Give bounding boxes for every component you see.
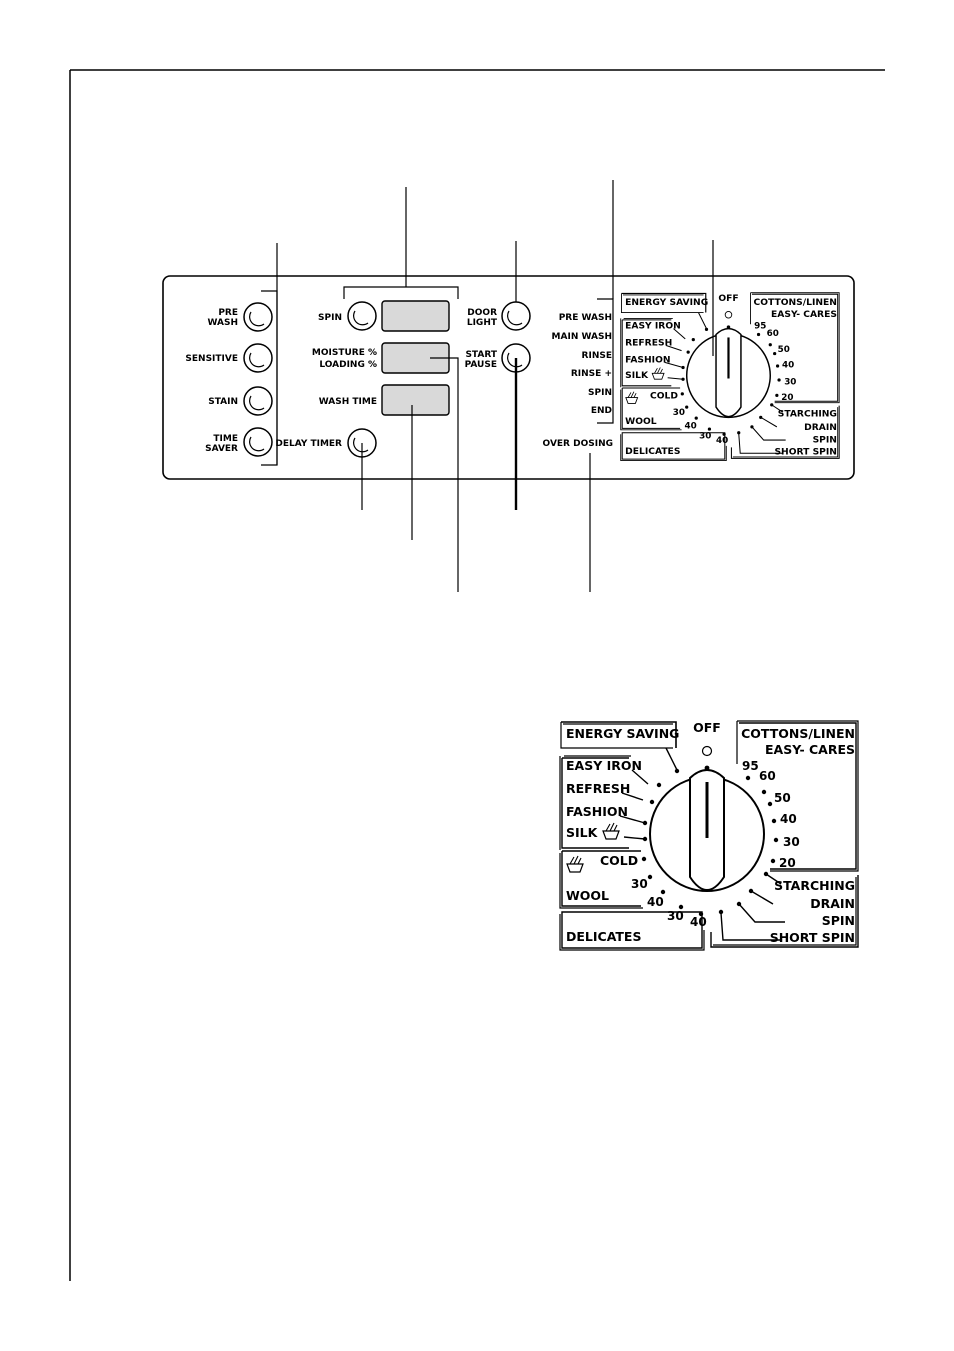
handwash-tub-icon bbox=[566, 855, 584, 873]
delicates-temp-40: 40 bbox=[690, 915, 707, 929]
door-light-label-1: DOOR bbox=[467, 308, 497, 318]
wool-temp-40: 40 bbox=[647, 895, 664, 909]
pre-wash-label-1: PRE bbox=[218, 308, 238, 318]
wool-temp-30: 30 bbox=[631, 877, 648, 891]
delicates-label: DELICATES bbox=[566, 929, 641, 944]
program-short-spin: SHORT SPIN bbox=[770, 930, 855, 945]
phase-spin: SPIN bbox=[588, 388, 612, 398]
energy-saving-label: ENERGY SAVING bbox=[566, 726, 679, 741]
program-silk: SILK bbox=[566, 825, 599, 840]
over-dosing-label: OVER DOSING bbox=[543, 439, 613, 449]
sensitive-button[interactable] bbox=[243, 343, 273, 373]
loading-label: LOADING % bbox=[319, 360, 377, 370]
left-programs-box bbox=[561, 757, 629, 849]
phase-pre-wash: PRE WASH bbox=[559, 313, 612, 323]
delicates-box bbox=[561, 911, 703, 949]
time-saver-label-1: TIME bbox=[213, 434, 238, 444]
program-dial-enlarged[interactable]: ENERGY SAVING EASY IRON REFRESH FASHION … bbox=[559, 720, 859, 951]
program-starching: STARCHING bbox=[774, 878, 855, 893]
time-saver-label-2: SAVER bbox=[205, 444, 238, 454]
button-arc-icon bbox=[353, 310, 369, 326]
wash-time-display bbox=[381, 384, 450, 416]
cottons-label-1: COTTONS/LINEN bbox=[741, 726, 855, 741]
start-pause-label-1: START bbox=[465, 350, 497, 360]
button-pre-wash[interactable] bbox=[243, 302, 273, 332]
button-arc-icon bbox=[249, 311, 265, 327]
control-panel bbox=[162, 275, 855, 480]
phase-end: END bbox=[591, 406, 612, 416]
stain-button[interactable] bbox=[243, 386, 273, 416]
program-refresh: REFRESH bbox=[566, 781, 630, 796]
button-arc-icon bbox=[249, 395, 265, 411]
door-light-button[interactable] bbox=[501, 301, 531, 331]
program-spin: SPIN bbox=[822, 913, 855, 928]
energy-saving-box bbox=[561, 721, 677, 748]
dial-position-dots bbox=[641, 765, 779, 917]
wool-label: WOOL bbox=[566, 888, 609, 903]
delay-timer-label: DELAY TIMER bbox=[275, 439, 342, 449]
phase-rinse: RINSE bbox=[582, 351, 612, 361]
button-arc-icon bbox=[507, 310, 523, 326]
moisture-label: MOISTURE % bbox=[312, 348, 377, 358]
off-label: OFF bbox=[693, 720, 721, 735]
button-arc-icon bbox=[249, 352, 265, 368]
pre-wash-button[interactable] bbox=[243, 302, 273, 332]
program-drain: DRAIN bbox=[810, 896, 855, 911]
button-arc-icon bbox=[249, 436, 265, 452]
tick-leader bbox=[665, 747, 678, 771]
delicates-temp-30: 30 bbox=[667, 909, 684, 923]
stain-label: STAIN bbox=[208, 397, 238, 407]
handwash-tub-icon bbox=[602, 822, 620, 840]
cotton-temp-40: 40 bbox=[780, 812, 797, 826]
cotton-temp-60: 60 bbox=[759, 769, 776, 783]
button-arc-icon bbox=[507, 352, 523, 368]
cold-label: COLD bbox=[600, 853, 638, 868]
spin-display bbox=[381, 300, 450, 332]
phase-bracket bbox=[597, 298, 614, 424]
sensitive-label: SENSITIVE bbox=[185, 354, 238, 364]
door-light-label-2: LIGHT bbox=[467, 318, 498, 328]
phase-rinse-plus: RINSE + bbox=[571, 369, 612, 379]
button-sensitive[interactable] bbox=[243, 343, 273, 373]
pre-wash-label-2: WASH bbox=[207, 318, 238, 328]
cotton-temp-20: 20 bbox=[779, 856, 796, 870]
cotton-temp-50: 50 bbox=[774, 791, 791, 805]
right-program-leaders bbox=[720, 873, 785, 941]
phase-main-wash: MAIN WASH bbox=[552, 332, 612, 342]
button-stain[interactable] bbox=[243, 386, 273, 416]
program-easy-iron: EASY IRON bbox=[566, 758, 642, 773]
spin-button[interactable] bbox=[347, 301, 377, 331]
cottons-label-2: EASY- CARES bbox=[765, 742, 855, 757]
cotton-temp-30: 30 bbox=[783, 835, 800, 849]
off-indicator-icon bbox=[701, 745, 713, 757]
cotton-temp-95: 95 bbox=[742, 759, 759, 773]
program-fashion: FASHION bbox=[566, 804, 628, 819]
spin-label: SPIN bbox=[318, 313, 342, 323]
button-arc-icon bbox=[353, 437, 369, 453]
callout-line-moisture bbox=[430, 357, 459, 592]
cottons-box bbox=[739, 722, 857, 870]
time-saver-button[interactable] bbox=[243, 427, 273, 457]
wash-time-label: WASH TIME bbox=[319, 397, 377, 407]
program-leaders bbox=[619, 769, 649, 840]
start-pause-label-2: PAUSE bbox=[465, 360, 497, 370]
right-programs-box bbox=[710, 875, 859, 948]
button-time-saver[interactable] bbox=[243, 427, 273, 457]
wool-box bbox=[561, 850, 641, 907]
spin-display-bracket bbox=[343, 286, 459, 299]
